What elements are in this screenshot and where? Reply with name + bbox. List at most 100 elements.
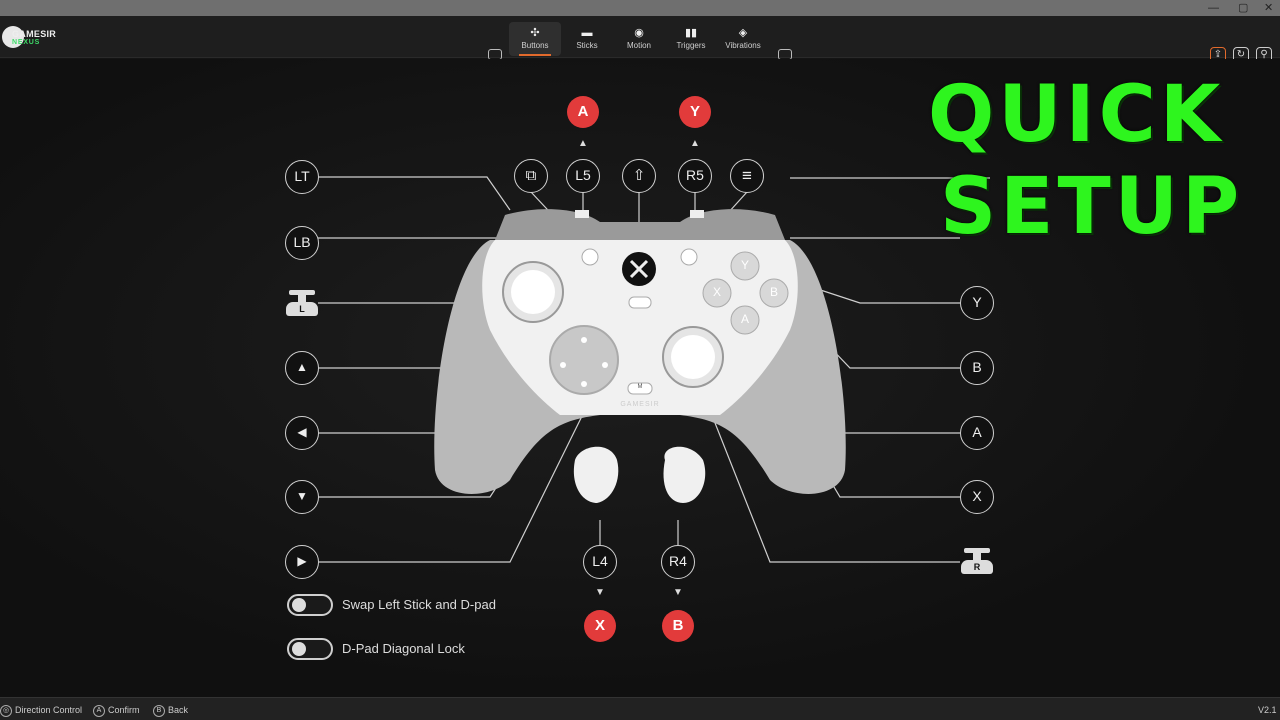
face-button-a [730,305,760,335]
hint-label: Back [168,705,189,715]
right-stick-cap [671,335,715,379]
map-menu-button[interactable]: ≡ [730,159,764,193]
menu-small-button [680,248,698,266]
face-button-b [759,278,789,308]
map-dpad-up-button[interactable]: ▲ [285,351,319,385]
dpad-diagonal-lock-label: D-Pad Diagonal Lock [342,641,465,656]
badge-label: X [594,617,605,634]
hint-direction-control: ◎Direction Control [0,704,82,717]
map-label: B [972,359,982,375]
map-label: L5 [575,167,591,183]
map-dpad-right-button[interactable]: ▶ [285,545,319,579]
share-small-button [628,296,652,309]
r4-paddle [663,446,706,503]
tab-sticks[interactable]: ▬ Sticks [561,22,613,56]
reset-icon: ↻ [1236,49,1246,60]
map-left-stick-click[interactable]: L [285,288,319,318]
top-bar: GAMESIR NEXUS ⇪ ↻ ⚲ [0,16,1280,63]
menu-icon: ≡ [742,166,752,185]
m-button-label: M [637,384,643,390]
close-button[interactable]: ✕ [1264,2,1274,14]
a-hint-icon: A [93,704,105,717]
map-lt-button[interactable]: LT [285,160,319,194]
export-icon: ⇪ [1213,49,1223,60]
dpad-dot-down [581,381,587,387]
swap-stick-dpad-toggle[interactable] [287,594,333,616]
map-dpad-down-button[interactable]: ▼ [285,480,319,514]
tab-label: Sticks [576,41,598,50]
left-stick-cap [511,270,555,314]
tab-vibrations[interactable]: ◈ Vibrations [717,22,769,56]
map-r4-button[interactable]: R4 [661,545,695,579]
tab-label: Buttons [521,41,549,50]
toggle-knob [292,598,306,612]
arrow-down-icon: ▼ [595,587,605,598]
map-label: R5 [686,167,704,183]
logo-text: GAMESIR [12,29,57,39]
map-label: A [972,424,982,440]
map-label: L4 [592,553,608,569]
dpad [549,325,619,395]
controller-brand-text: GAMESIR [620,401,660,408]
title-bar: — ▢ ✕ [0,0,1280,16]
l4-assigned-badge: X [584,610,616,642]
badge-label: A [577,103,589,120]
map-dpad-left-button[interactable]: ◀ [285,416,319,450]
tab-label: Triggers [676,41,706,50]
face-label-y: Y [740,258,749,272]
stick-shaft [298,295,306,302]
dpad-dot-up [581,337,587,343]
tab-motion[interactable]: ◉ Motion [613,22,665,56]
right-stick-click-icon [964,548,990,553]
tab-buttons[interactable]: ✣ Buttons [509,22,561,56]
profile-icon: ⚲ [1260,49,1268,60]
b-hint-icon: B [153,704,165,717]
r5-assigned-badge: Y [679,96,711,128]
tab-triggers[interactable]: ▮▮ Triggers [665,22,717,56]
hint-label: Direction Control [15,705,83,715]
map-y-button[interactable]: Y [960,286,994,320]
map-a-button[interactable]: A [960,416,994,450]
map-right-stick-click[interactable]: R [960,546,994,576]
swap-stick-dpad-label: Swap Left Stick and D-pad [342,597,496,612]
map-share-button[interactable]: ⇧ [622,159,656,193]
arrow-up-icon: ▲ [578,138,588,149]
tab-label: Motion [626,41,651,50]
map-l5-button[interactable]: L5 [566,159,600,193]
logo-mark-icon [2,26,24,48]
dpad-left-icon: ◀ [297,425,307,439]
minimize-button[interactable]: — [1208,2,1219,14]
logo-subtext: NEXUS [12,39,41,46]
map-view-button[interactable]: ⧉ [514,159,548,193]
view-icon: ⧉ [525,167,537,184]
dpad-hint-icon: ◎ [0,704,12,717]
face-label-x: X [712,285,721,299]
map-r5-button[interactable]: R5 [678,159,712,193]
map-b-button[interactable]: B [960,351,994,385]
map-label: LB [293,234,311,250]
stick-letter: R [961,560,993,574]
overlay-title-line2: SETUP [940,162,1244,252]
tab-label: Vibrations [725,41,761,50]
map-label: X [972,488,982,504]
share-icon: ⇧ [632,167,646,184]
left-stick-click-icon [289,290,315,295]
arrow-up-icon: ▲ [690,138,700,149]
r4-assigned-badge: B [662,610,694,642]
map-lb-button[interactable]: LB [285,226,319,260]
map-l4-button[interactable]: L4 [583,545,617,579]
dpad-diagonal-lock-toggle[interactable] [287,638,333,660]
maximize-button[interactable]: ▢ [1238,2,1249,14]
dpad-dot-right [602,362,608,368]
map-label: Y [972,294,982,310]
xbox-logo-icon [629,259,649,279]
map-x-button[interactable]: X [960,480,994,514]
app-logo: GAMESIR NEXUS [2,24,72,50]
m-small-button [627,382,653,395]
hint-label: Confirm [108,705,140,715]
stick-letter: L [286,302,318,316]
arrow-down-icon: ▼ [673,587,683,598]
